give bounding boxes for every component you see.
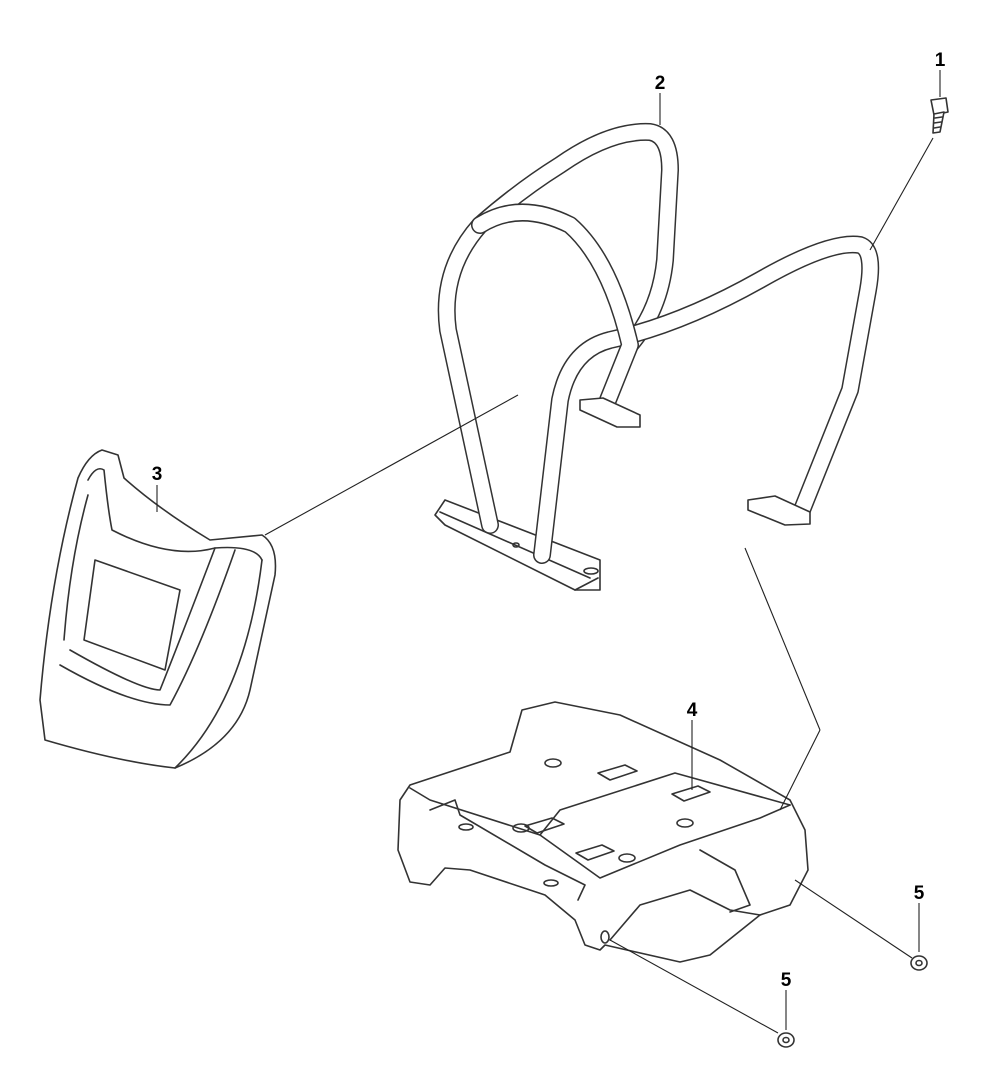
part-5-washer-right[interactable] <box>910 955 928 971</box>
part-2-roll-bar[interactable] <box>434 122 880 591</box>
leader-base-to-pin <box>779 729 821 811</box>
leader-frame-to-base <box>744 547 821 731</box>
callout-5-bottom: 5 <box>781 970 792 991</box>
leader-5a-to-base <box>794 879 913 959</box>
part-3-seat-cover[interactable] <box>39 449 277 769</box>
leader-1-to-frame <box>869 137 934 251</box>
leader-5b-to-base <box>609 939 779 1034</box>
part-1-bolt[interactable] <box>930 97 949 134</box>
callout-3: 3 <box>152 464 163 485</box>
callout-1: 1 <box>935 50 946 71</box>
leader-lines <box>156 70 941 1034</box>
part-5-washer-bottom[interactable] <box>777 1032 795 1048</box>
part-4-base-plate[interactable] <box>397 701 809 963</box>
callout-5-right: 5 <box>914 883 925 904</box>
callout-4: 4 <box>687 700 698 721</box>
callout-2: 2 <box>655 73 666 94</box>
leader-3-to-frame <box>264 394 519 536</box>
